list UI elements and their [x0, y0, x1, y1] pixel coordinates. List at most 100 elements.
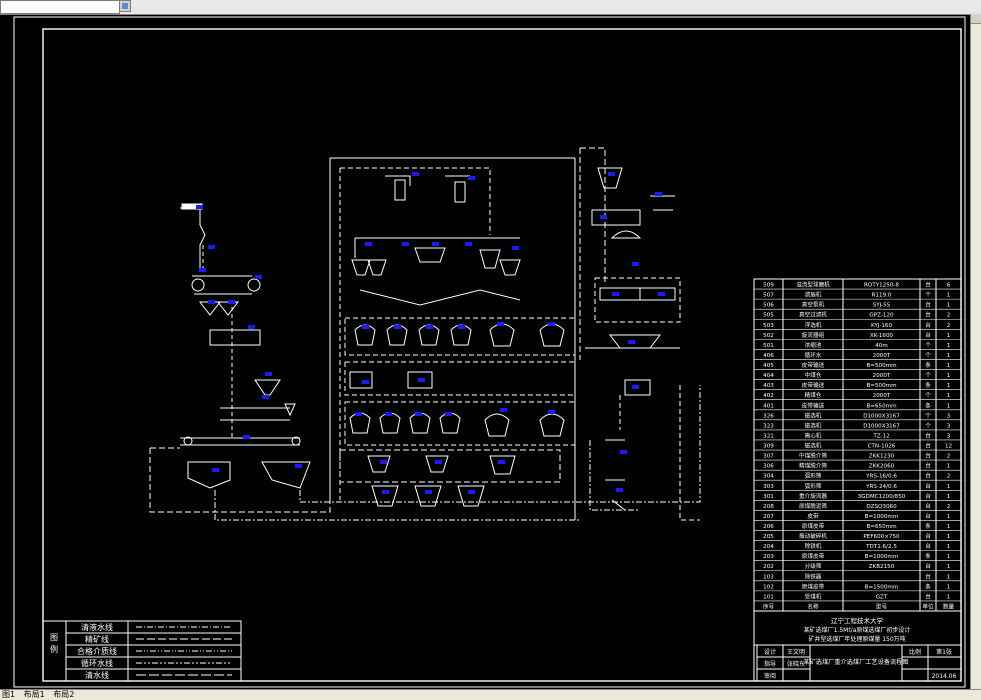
- vertical-scrollbar[interactable]: [970, 14, 981, 690]
- table-cell: 台: [925, 321, 931, 329]
- designer-name: 王文明: [787, 648, 805, 656]
- table-cell: 皮带: [807, 512, 819, 520]
- table-cell: 506: [763, 303, 774, 309]
- table-cell: 名称: [807, 602, 819, 610]
- tab-model[interactable]: 图1: [2, 690, 16, 699]
- table-cell: 101: [763, 594, 774, 600]
- scale-label: 比例: [909, 648, 921, 656]
- table-cell: 1: [947, 534, 951, 540]
- screen-pair-left: [351, 259, 387, 276]
- tab-layout-2[interactable]: 布局2: [53, 690, 75, 699]
- table-cell: 103: [763, 574, 774, 580]
- table-cell: B=1500mm: [865, 584, 899, 590]
- circulation-line: [149, 447, 331, 513]
- table-cell: 真空泵机: [802, 301, 825, 309]
- feed-hopper: [597, 167, 623, 189]
- table-cell: 2: [947, 504, 951, 510]
- table-cell: 1: [947, 353, 951, 359]
- table-cell: 1: [947, 514, 951, 520]
- table-cell: 台: [925, 512, 931, 520]
- table-cell: 台: [925, 482, 931, 490]
- table-cell: 原煤皮带: [802, 552, 825, 560]
- table-cell: 405: [763, 363, 774, 369]
- table-cell: 205: [763, 534, 774, 540]
- table-cell: 浮选机: [805, 321, 822, 329]
- title-block-frame: [753, 610, 962, 682]
- table-cell: XK-1600: [870, 333, 894, 339]
- screen-pair-right: [479, 249, 521, 276]
- table-cell: 循环水: [805, 351, 822, 359]
- tab-layout-1[interactable]: 布局1: [23, 690, 45, 699]
- table-cell: 原煤脱泥筛: [799, 502, 827, 510]
- table-cell: ZKK2060: [869, 464, 895, 470]
- table-cell: 402: [763, 393, 774, 399]
- table-cell: 203: [763, 554, 774, 560]
- table-cell: B=500mm: [866, 363, 896, 369]
- cad-toolbar: [0, 0, 981, 15]
- legend-label: 清液水线: [81, 622, 113, 632]
- table-cell: 条: [925, 401, 931, 409]
- table-cell: 条: [925, 361, 931, 369]
- sump-tanks: [367, 455, 516, 475]
- table-cell: GPZ-120: [869, 313, 894, 319]
- layer-button[interactable]: [119, 0, 131, 12]
- table-cell: 2: [947, 313, 951, 319]
- classifying-screen: [192, 275, 252, 295]
- table-cell: B=650mm: [866, 524, 896, 530]
- process-flow-diagram: [149, 147, 701, 521]
- table-cell: 3GDMC1200/850: [858, 494, 906, 500]
- table-cell: 真空过滤机: [799, 311, 827, 319]
- table-cell: 序号: [763, 602, 775, 610]
- title-block: 辽宁工程技术大学某矿选煤厂1.5Mt/a原煤选煤厂初步设计矿井型选煤厂年处理原煤…: [753, 610, 962, 682]
- belt-pulley: [183, 436, 193, 446]
- table-cell: 受煤机: [805, 592, 822, 600]
- table-cell: 1: [947, 484, 951, 490]
- table-cell: 3: [947, 423, 951, 429]
- table-cell: 数量: [943, 602, 955, 610]
- table-cell: ZKB2150: [869, 564, 895, 570]
- crusher-box: [209, 329, 261, 346]
- table-cell: 307: [763, 454, 774, 460]
- table-cell: 40m: [875, 343, 888, 349]
- table-cell: 个: [925, 392, 931, 399]
- equipment-tags: [196, 172, 665, 494]
- table-cell: 台: [925, 331, 931, 339]
- table-cell: 条: [925, 381, 931, 389]
- table-cell: 弧形筛: [805, 472, 822, 480]
- table-cell: 1: [947, 293, 951, 299]
- table-cell: 台: [925, 562, 931, 570]
- flotation-cell: [591, 209, 641, 226]
- table-cell: 台: [925, 492, 931, 500]
- table-cell: 个: [925, 292, 931, 299]
- table-cell: 1: [947, 554, 951, 560]
- table-cell: 6: [947, 283, 951, 289]
- cone-hopper: [284, 403, 296, 417]
- table-cell: CTN-1026: [868, 444, 896, 450]
- table-cell: 型号: [876, 602, 888, 610]
- table-cell: 磁选机: [805, 411, 822, 419]
- legend-label: 精矿线: [85, 634, 109, 644]
- product-tank: [624, 379, 651, 396]
- table-cell: 条: [925, 522, 931, 530]
- table-cell: 102: [763, 584, 774, 590]
- table-cell: 台: [925, 542, 931, 550]
- drawing-date: 2014.06: [932, 673, 957, 680]
- table-cell: 323: [763, 423, 774, 429]
- table-cell: D1000X3167: [863, 413, 900, 419]
- cyclone-right: [261, 461, 311, 489]
- scroll-up-arrow-icon[interactable]: [971, 14, 981, 24]
- checker-name: 张晓东: [787, 660, 805, 668]
- school-name: 辽宁工程技术大学: [831, 616, 884, 625]
- table-cell: 皮带输送: [802, 401, 825, 409]
- table-cell: 2: [947, 454, 951, 460]
- table-cell: 原煤皮带: [802, 522, 825, 530]
- table-cell: B=650mm: [866, 403, 896, 409]
- filter-press: [585, 334, 680, 349]
- table-cell: 个: [925, 352, 931, 359]
- table-cell: 条: [925, 552, 931, 560]
- product-bins: [371, 485, 485, 507]
